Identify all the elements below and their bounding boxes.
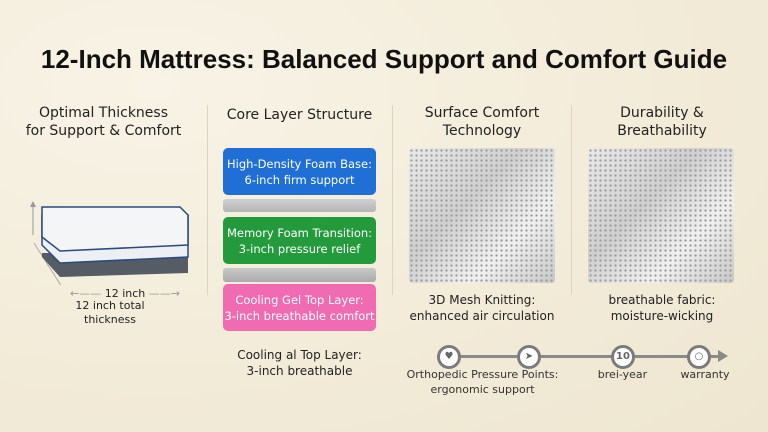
note-line: 3-inch breathable bbox=[246, 364, 353, 378]
layer-separator bbox=[223, 268, 376, 282]
timeline-arrow-icon bbox=[718, 350, 728, 362]
layer-separator bbox=[223, 199, 376, 212]
heading-line: Durability & bbox=[620, 105, 704, 121]
core-layer-heading: Core Layer Structure bbox=[226, 107, 373, 123]
dimension-label: ←—— 12 inch ——→ bbox=[70, 287, 180, 300]
mesh-fabric-image bbox=[409, 148, 555, 283]
ten-year-icon: 10 bbox=[611, 345, 635, 369]
durability-heading: Durability & Breathability bbox=[572, 104, 752, 140]
layer-title: Cooling Gel Top Layer: bbox=[235, 292, 364, 307]
layer-note: Cooling al Top Layer: 3-inch breathable bbox=[207, 347, 392, 379]
label-line: Orthopedic Pressure Points: bbox=[406, 368, 559, 381]
breathable-fabric-image bbox=[588, 148, 734, 283]
column-divider bbox=[571, 105, 572, 295]
heading-line: Surface Comfort bbox=[424, 105, 540, 121]
heading-line: for Support & Comfort bbox=[25, 123, 182, 139]
mesh-caption: 3D Mesh Knitting: enhanced air circulati… bbox=[392, 292, 572, 324]
pressure-point-icon: ➤ bbox=[517, 345, 541, 369]
column-divider bbox=[207, 105, 208, 295]
layer-desc: 3-inch pressure relief bbox=[238, 241, 361, 256]
thickness-heading: Optimal Thickness for Support & Comfort bbox=[0, 104, 207, 140]
layer-high-density-base: High-Density Foam Base: 6-inch firm supp… bbox=[223, 148, 376, 195]
caption-line: moisture-wicking bbox=[610, 309, 714, 323]
timeline-label-warranty: warranty bbox=[680, 368, 730, 381]
layer-memory-foam: Memory Foam Transition: 3-inch pressure … bbox=[223, 217, 376, 264]
heading-line: Optimal Thickness bbox=[38, 105, 169, 121]
caption-line: breathable fabric: bbox=[608, 293, 716, 307]
column-divider bbox=[392, 105, 393, 295]
timeline-label-orthopedic: Orthopedic Pressure Points: ergonomic su… bbox=[395, 367, 570, 397]
heading-line: Breathability bbox=[617, 123, 707, 139]
label-line: ergonomic support bbox=[430, 383, 535, 396]
timeline-label-year: brei-year bbox=[597, 368, 648, 381]
dimension-text: 12 inch bbox=[104, 287, 146, 300]
layer-cooling-gel: Cooling Gel Top Layer: 3-inch breathable… bbox=[223, 284, 376, 331]
page-title: 12-Inch Mattress: Balanced Support and C… bbox=[40, 44, 728, 74]
timeline-line bbox=[440, 355, 720, 358]
heading-line: Technology bbox=[442, 123, 522, 139]
surface-comfort-heading: Surface Comfort Technology bbox=[392, 104, 572, 140]
fabric-caption: breathable fabric: moisture-wicking bbox=[572, 292, 752, 324]
caption-line: 3D Mesh Knitting: bbox=[428, 293, 536, 307]
layer-desc: 6-inch firm support bbox=[244, 172, 355, 187]
heart-shield-icon: ♥ bbox=[437, 345, 461, 369]
warranty-icon: ○ bbox=[687, 345, 711, 369]
layer-title: High-Density Foam Base: bbox=[227, 156, 372, 171]
total-thickness-label: 12 inch total thickness bbox=[40, 299, 180, 327]
mattress-illustration bbox=[30, 195, 200, 288]
total-line: 12 inch total bbox=[75, 299, 145, 312]
layer-desc: 3-inch breathable comfort bbox=[224, 308, 375, 323]
caption-line: enhanced air circulation bbox=[409, 309, 555, 323]
layer-title: Memory Foam Transition: bbox=[226, 225, 373, 240]
total-line: thickness bbox=[84, 313, 136, 326]
note-line: Cooling al Top Layer: bbox=[237, 348, 362, 362]
